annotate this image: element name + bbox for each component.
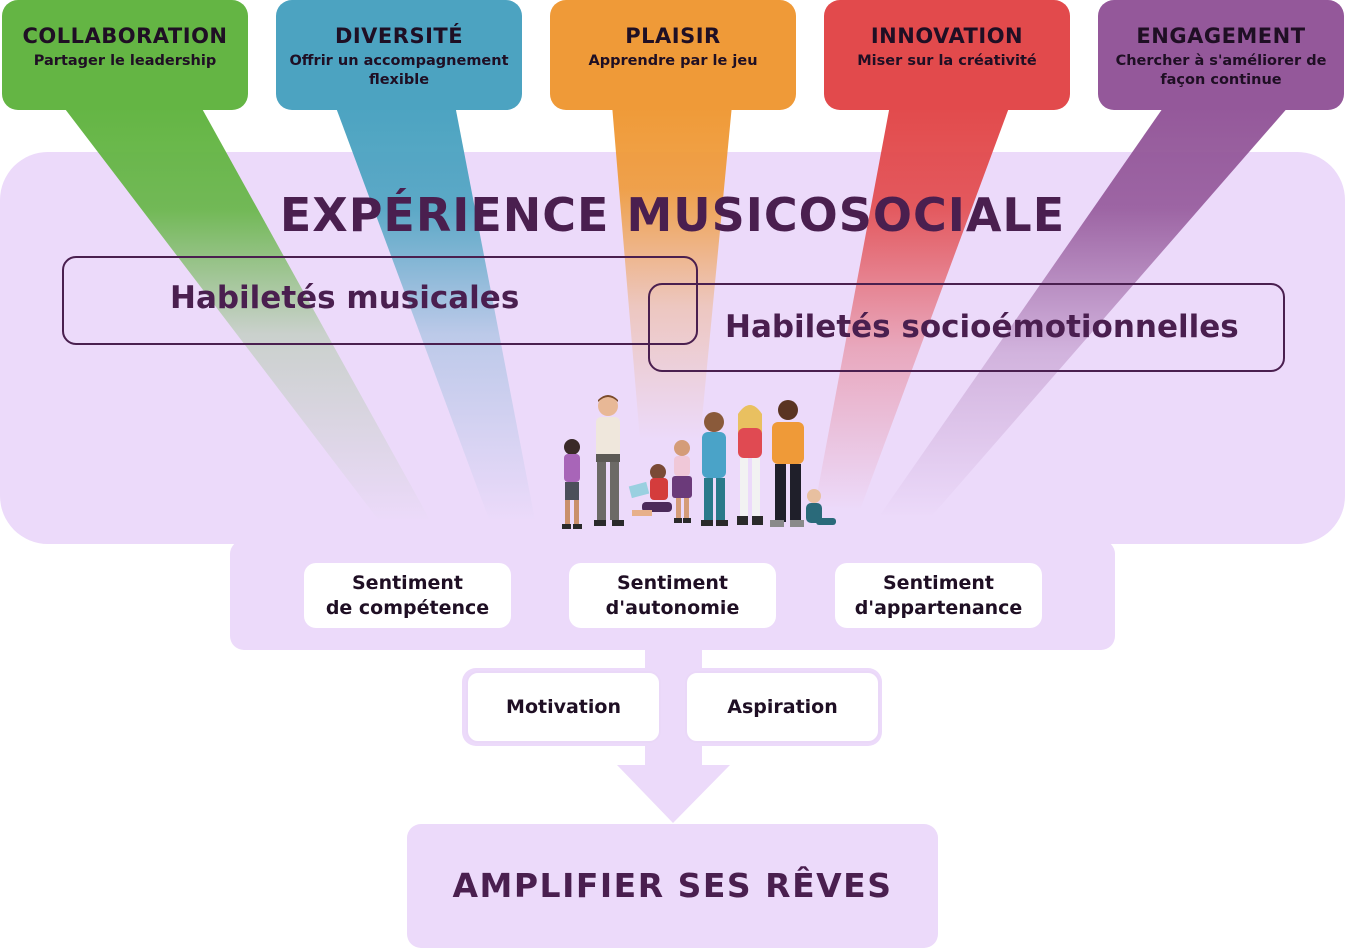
value-box-collaboration: COLLABORATION Partager le leadership: [2, 0, 248, 110]
beam-pleasure: [612, 105, 732, 440]
people-illustration-icon: [562, 395, 836, 529]
goal-box: AMPLIFIER SES RÊVES: [407, 824, 938, 948]
beam-diversity: [335, 105, 535, 522]
feeling-box-belonging: Sentiment d'appartenance: [835, 563, 1042, 628]
feeling-line1: Sentiment: [352, 572, 463, 594]
feeling-box-competence: Sentiment de compétence: [304, 563, 511, 628]
experience-title: EXPÉRIENCE MUSICOSOCIALE: [279, 188, 1066, 242]
skill-box-socioemotional: Habiletés socioémotionnelles: [648, 283, 1285, 372]
beam-engagement: [880, 105, 1290, 518]
value-title: INNOVATION: [870, 24, 1024, 48]
skill-label-musical: Habiletés musicales: [170, 280, 520, 316]
feeling-box-autonomy: Sentiment d'autonomie: [569, 563, 776, 628]
beam-collaboration: [62, 105, 430, 522]
value-subtitle: Partager le leadership: [33, 53, 217, 69]
value-title: DIVERSITÉ: [334, 24, 464, 48]
beam-innovation: [815, 105, 1010, 510]
value-box-engagement: ENGAGEMENT Chercher à s'améliorer de faç…: [1098, 0, 1344, 110]
outcome-box-motivation: Motivation: [466, 671, 661, 743]
feeling-line2: d'autonomie: [605, 597, 740, 619]
value-title: PLAISIR: [625, 24, 721, 48]
value-box-innovation: INNOVATION Miser sur la créativité: [824, 0, 1070, 110]
value-subtitle: Miser sur la créativité: [857, 53, 1037, 69]
feeling-line1: Sentiment: [617, 572, 728, 594]
value-subtitle: Offrir un accompagnement flexible: [289, 53, 509, 88]
value-subtitle: Apprendre par le jeu: [588, 53, 758, 69]
skill-label-socioemotional: Habiletés socioémotionnelles: [725, 309, 1239, 345]
value-title: ENGAGEMENT: [1136, 24, 1306, 48]
feeling-line1: Sentiment: [883, 572, 994, 594]
outcome-label-motivation: Motivation: [506, 696, 621, 718]
outcome-box-aspiration: Aspiration: [685, 671, 880, 743]
value-title: COLLABORATION: [22, 24, 228, 48]
flow-arrow-head: [617, 765, 730, 823]
value-box-diversity: DIVERSITÉ Offrir un accompagnement flexi…: [276, 0, 522, 110]
outcome-label-aspiration: Aspiration: [727, 696, 838, 718]
value-box-pleasure: PLAISIR Apprendre par le jeu: [550, 0, 796, 110]
value-subtitle: Chercher à s'améliorer de façon continue: [1115, 53, 1327, 88]
skill-box-musical: Habiletés musicales: [62, 256, 698, 345]
feeling-line2: de compétence: [325, 597, 490, 619]
feeling-line2: d'appartenance: [854, 597, 1023, 619]
